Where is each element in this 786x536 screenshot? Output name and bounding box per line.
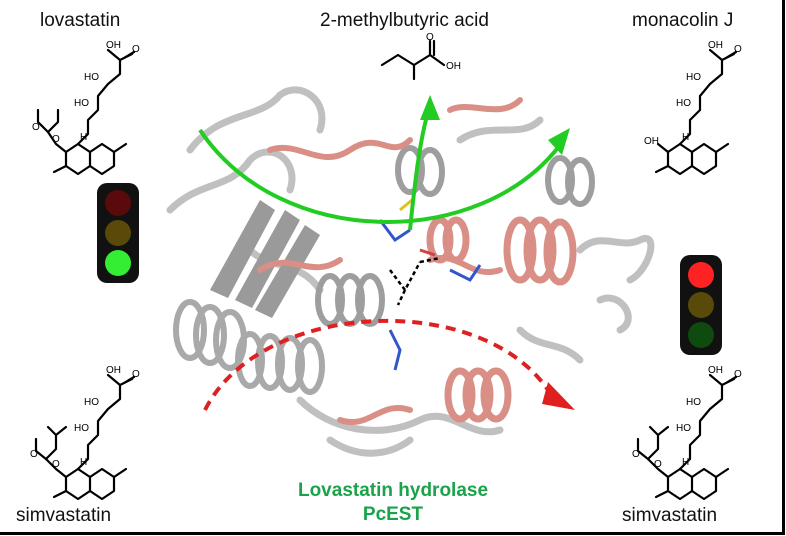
hydrogen-label: H bbox=[80, 457, 87, 468]
hydrogen-label: H bbox=[682, 132, 689, 143]
hydroxyl-label: HO bbox=[74, 98, 89, 109]
hydrogen-label: H bbox=[682, 457, 689, 468]
oxygen-label: O bbox=[734, 369, 742, 380]
hydroxyl-label: OH bbox=[106, 365, 121, 376]
red-lamp-on bbox=[688, 262, 714, 288]
methylbutyric-acid-structure: O OH bbox=[378, 35, 488, 85]
hydroxyl-label: OH bbox=[708, 40, 723, 51]
oxygen-label: O bbox=[32, 122, 40, 133]
amber-lamp-off bbox=[105, 220, 131, 246]
simvastatin-structure-left: OH HO HO O O O H bbox=[18, 365, 148, 505]
hydroxyl-label: OH bbox=[708, 365, 723, 376]
hydroxyl-label: OH bbox=[644, 136, 659, 147]
red-arrowhead bbox=[542, 382, 575, 410]
acid-oh: OH bbox=[446, 61, 461, 72]
hydroxyl-label: OH bbox=[106, 40, 121, 51]
hydroxyl-label: HO bbox=[74, 423, 89, 434]
hydrogen-bonds bbox=[390, 258, 440, 305]
oxygen-label: O bbox=[52, 134, 60, 145]
beta-strands bbox=[210, 200, 320, 318]
hydroxyl-label: HO bbox=[676, 423, 691, 434]
oxygen-label: O bbox=[734, 44, 742, 55]
helix-gray-left bbox=[176, 302, 322, 392]
amber-lamp-off bbox=[688, 292, 714, 318]
hydroxyl-label: HO bbox=[84, 397, 99, 408]
green-arrowhead-right bbox=[548, 128, 570, 155]
carbonyl-o: O bbox=[426, 32, 434, 43]
monacolin-j-structure: OH HO HO O OH H bbox=[630, 40, 760, 190]
oxygen-label: O bbox=[654, 459, 662, 470]
green-lamp-on bbox=[105, 250, 131, 276]
simvastatin-structure-right: OH HO HO O O O H bbox=[620, 365, 750, 505]
hydroxyl-label: HO bbox=[686, 72, 701, 83]
hydroxyl-label: HO bbox=[84, 72, 99, 83]
oxygen-label: O bbox=[632, 449, 640, 460]
hydrogen-label: H bbox=[80, 132, 87, 143]
oxygen-label: O bbox=[132, 369, 140, 380]
hydroxyl-label: HO bbox=[686, 397, 701, 408]
traffic-light-left bbox=[97, 183, 139, 283]
protein-gray-ribbons bbox=[170, 90, 651, 453]
oxygen-label: O bbox=[52, 459, 60, 470]
oxygen-label: O bbox=[30, 449, 38, 460]
oxygen-label: O bbox=[132, 44, 140, 55]
red-lamp-off bbox=[105, 190, 131, 216]
green-arrowhead-up bbox=[420, 95, 440, 120]
hydroxyl-label: HO bbox=[676, 98, 691, 109]
lovastatin-structure: OH HO HO O O O H bbox=[28, 40, 158, 190]
green-lamp-off bbox=[688, 322, 714, 348]
traffic-light-right bbox=[680, 255, 722, 355]
